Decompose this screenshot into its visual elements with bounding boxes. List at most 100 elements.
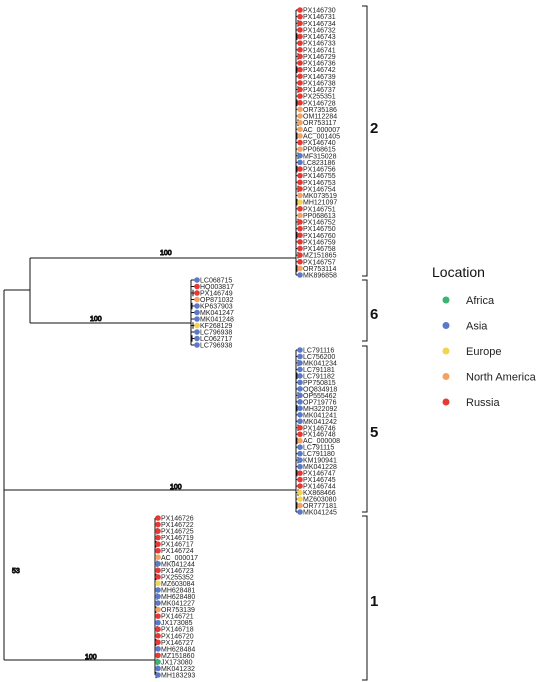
tip-point	[297, 93, 303, 99]
tip-point	[155, 547, 161, 554]
tip-label: OP719776	[303, 399, 337, 406]
legend-swatch	[442, 347, 450, 355]
tip-label: PP068613	[303, 213, 336, 220]
tip-point	[297, 133, 303, 139]
tip-point	[297, 239, 303, 245]
clade-bracket	[362, 345, 368, 513]
tip-label: PX255352	[161, 574, 194, 581]
tip-point	[155, 560, 161, 567]
tip-label: KM190941	[303, 458, 337, 465]
tip-label: PX146726	[161, 516, 194, 523]
tip-label: PX146725	[161, 529, 194, 536]
tip-label: PX146742	[303, 67, 336, 74]
clade-bracket	[362, 515, 368, 681]
tip-label: LC796938	[200, 330, 232, 337]
tip-label: KF268129	[200, 323, 232, 330]
tip-point	[297, 159, 303, 166]
tip-point	[297, 219, 303, 225]
tip-point	[297, 166, 303, 172]
legend-swatch	[442, 373, 450, 380]
tip-point	[155, 672, 161, 678]
support-value: 100	[90, 316, 102, 323]
tip-label: MK041244	[161, 561, 195, 568]
tip-point	[297, 509, 303, 515]
tip-label: MK896858	[303, 273, 337, 280]
tip-point	[155, 521, 161, 528]
clade-label: 2	[370, 120, 378, 137]
tip-label: PX146720	[161, 633, 194, 640]
tip-point	[297, 418, 303, 425]
tip-label: PX146759	[303, 239, 336, 246]
tip-point	[297, 483, 303, 489]
legend-swatch	[442, 322, 450, 329]
tip-label: MH628484	[161, 646, 195, 653]
tip-point	[297, 46, 303, 53]
tip-point	[297, 379, 303, 386]
tip-point	[297, 502, 303, 509]
tip-label: MH183293	[161, 673, 195, 680]
tip-label: LC791182	[303, 373, 335, 380]
tip-label: PX146729	[303, 54, 336, 61]
tip-point	[297, 119, 303, 126]
tip-point	[297, 489, 303, 496]
tip-label: PX146757	[303, 259, 336, 266]
tip-label: MK041228	[303, 464, 337, 471]
tip-label: PX146746	[303, 425, 336, 432]
legend-label: Africa	[466, 295, 495, 307]
tip-label: PX146743	[303, 34, 336, 41]
tip-label: LC062717	[200, 336, 232, 343]
tip-point	[297, 232, 303, 239]
legend-title: Location	[432, 264, 485, 280]
tip-label: PX146733	[303, 41, 336, 48]
tip-label: PX146738	[303, 80, 336, 87]
tip-label: MH628481	[161, 587, 195, 594]
tip-label: AC_000008	[303, 438, 340, 445]
tip-label: PX146749	[200, 291, 233, 298]
tip-label: PX146717	[161, 542, 194, 549]
tip-label: LC791180	[303, 451, 335, 458]
tip-point	[194, 277, 200, 283]
tip-point	[297, 186, 303, 192]
support-value: 100	[170, 484, 182, 491]
tip-label: PX146721	[161, 614, 194, 621]
tip-label: PP750815	[303, 380, 336, 387]
tip-point	[297, 399, 303, 405]
tip-point	[155, 528, 161, 534]
tip-point	[297, 139, 303, 146]
tree-tips: PX146730PX146731PX146734PX146732PX146743…	[155, 7, 340, 680]
tip-point	[297, 424, 303, 431]
tip-label: PP068615	[303, 147, 336, 154]
tip-point	[194, 283, 200, 290]
tip-point	[297, 373, 303, 379]
tip-point	[297, 73, 303, 80]
tip-label: MH628480	[161, 594, 195, 601]
tip-point	[155, 593, 161, 600]
tip-point	[297, 366, 303, 373]
tip-point	[194, 303, 200, 309]
tip-point	[155, 554, 161, 561]
tip-label: PX146737	[303, 87, 336, 94]
tip-label: LC791181	[303, 367, 335, 374]
tip-point	[297, 386, 303, 392]
support-value: 53	[12, 568, 20, 575]
tip-point	[297, 392, 303, 399]
tip-point	[155, 646, 161, 652]
tip-point	[194, 342, 200, 348]
tip-point	[297, 212, 303, 219]
tip-label: PX146758	[303, 246, 336, 253]
tip-point	[297, 437, 303, 444]
tip-label: MK041242	[303, 419, 337, 426]
tip-point	[297, 60, 303, 66]
tip-point	[297, 40, 303, 46]
tip-point	[297, 476, 303, 483]
tip-point	[155, 659, 161, 665]
tip-label: HQ003817	[200, 284, 234, 291]
tip-point	[297, 33, 303, 40]
tip-point	[297, 405, 303, 412]
tip-point	[297, 225, 303, 232]
tip-label: PX146728	[303, 100, 336, 107]
tip-point	[297, 106, 303, 113]
support-value: 100	[85, 654, 97, 661]
